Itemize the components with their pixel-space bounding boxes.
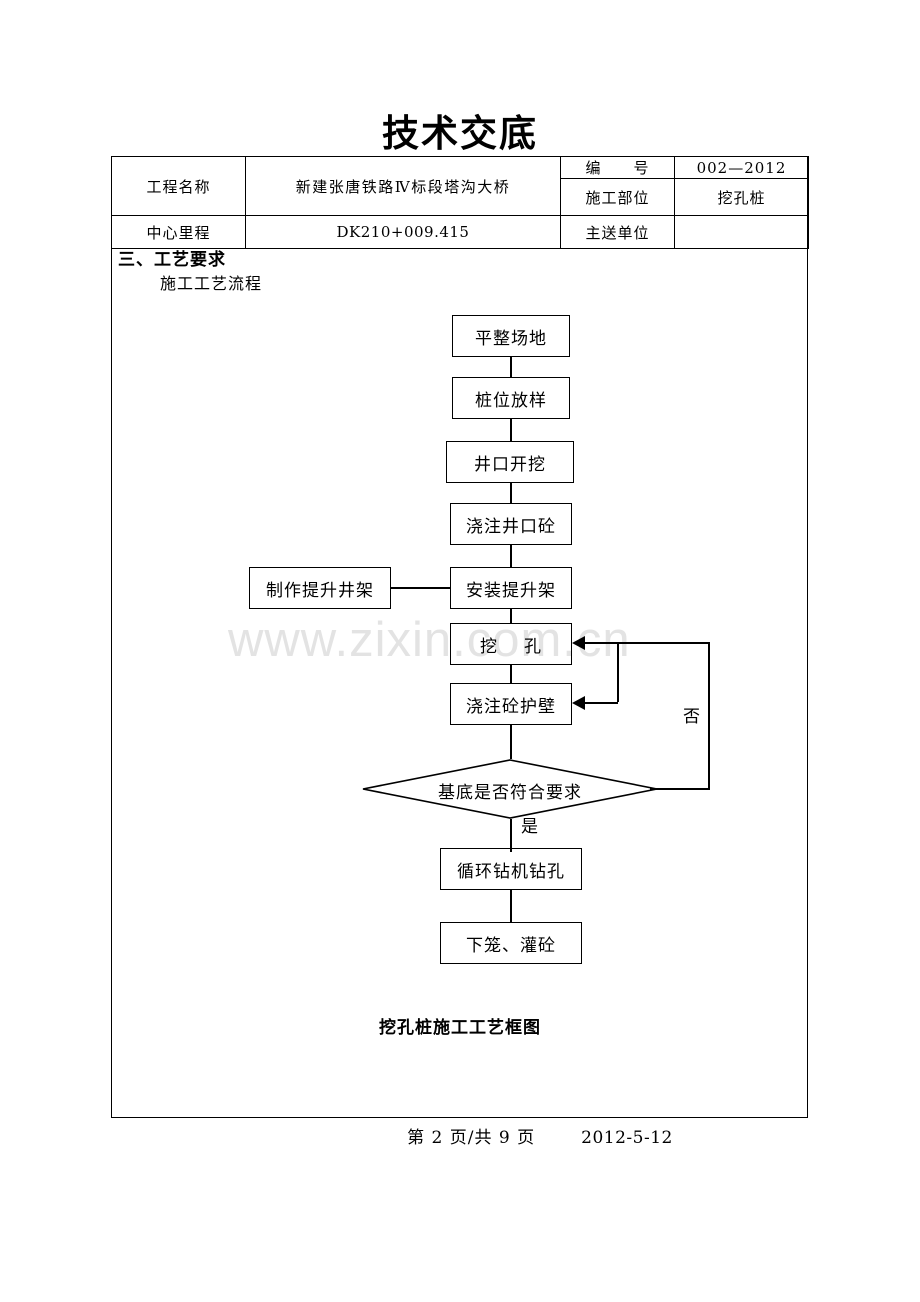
- cell-recipient-value: [674, 215, 809, 249]
- flow-node-excavate-hole: 挖孔: [450, 623, 572, 665]
- branch-label-no: 否: [683, 707, 700, 727]
- flow-node-excavate-hole-label: 挖孔: [480, 636, 542, 657]
- flow-node-pour-wellhead-concrete: 浇注井口砼: [450, 503, 572, 545]
- flow-node-fabricate-hoisting-frame: 制作提升井架: [249, 567, 391, 609]
- flow-node-lower-cage-pour-concrete: 下笼、灌砼: [440, 922, 582, 964]
- footer-inner: 第 2 页/共 9 页 2012-5-12: [407, 1123, 673, 1148]
- table-row: 施工部位 挖孔桩: [112, 178, 809, 216]
- connector-n2-n3: [510, 419, 512, 441]
- loop-inner-segment-vertical: [617, 642, 619, 702]
- flow-node-rotary-drilling: 循环钻机钻孔: [440, 848, 582, 890]
- loop-outer-segment-right: [708, 642, 710, 790]
- connector-n9-n10: [510, 890, 512, 922]
- connector-n8-n9: [510, 819, 512, 852]
- footer-date: 2012-5-12: [581, 1128, 673, 1148]
- loop-inner-segment-horizontal: [585, 702, 618, 704]
- flow-node-decision-foundation-check: 基底是否符合要求: [362, 759, 658, 819]
- section-subheading: 施工工艺流程: [160, 274, 263, 293]
- table-row: 中心里程 DK210+009.415 主送单位: [111, 215, 809, 249]
- connector-n5-n6: [510, 609, 512, 623]
- cell-center-mileage-label: 中心里程: [111, 215, 246, 249]
- page-title: 技术交底: [382, 111, 538, 155]
- cell-center-mileage-value: DK210+009.415: [245, 215, 561, 249]
- connector-n7-n8: [510, 725, 512, 759]
- connector-n5b-n5: [391, 587, 450, 589]
- loop-outer-arrowhead-icon: [572, 636, 585, 650]
- cell-construction-part-label: 施工部位: [560, 178, 675, 216]
- cell-number-label: 编 号: [560, 156, 675, 179]
- page-footer: 第 2 页/共 9 页 2012-5-12: [0, 1123, 920, 1148]
- flow-node-install-hoisting-frame: 安装提升架: [450, 567, 572, 609]
- diamond-shape-icon: [362, 759, 658, 819]
- loop-outer-segment-bottom: [650, 788, 710, 790]
- branch-label-yes: 是: [521, 817, 538, 837]
- connector-n3-n4: [510, 483, 512, 503]
- flow-node-pour-concrete-lining: 浇注砼护壁: [450, 683, 572, 725]
- loop-inner-arrowhead-icon: [572, 696, 585, 710]
- flow-node-wellhead-excavation: 井口开挖: [446, 441, 574, 483]
- connector-n4-n5: [510, 545, 512, 567]
- flowchart-caption: 挖孔桩施工工艺框图: [379, 1018, 541, 1038]
- flow-node-level-site: 平整场地: [452, 315, 570, 357]
- flow-node-decision-label: 基底是否符合要求: [438, 783, 582, 803]
- connector-n6-n7: [510, 665, 512, 683]
- flow-node-pile-setting-out: 桩位放样: [452, 377, 570, 419]
- connector-n1-n2: [510, 357, 512, 377]
- header-info-table: 工程名称 新建张唐铁路Ⅳ标段塔沟大桥 编 号 002—2012 施工部位 挖孔桩…: [111, 156, 809, 249]
- section-heading: 三、工艺要求: [118, 250, 226, 270]
- loop-outer-segment-top: [585, 642, 709, 644]
- footer-page-number: 第 2 页/共 9 页: [407, 1128, 536, 1148]
- cell-recipient-label: 主送单位: [560, 215, 675, 249]
